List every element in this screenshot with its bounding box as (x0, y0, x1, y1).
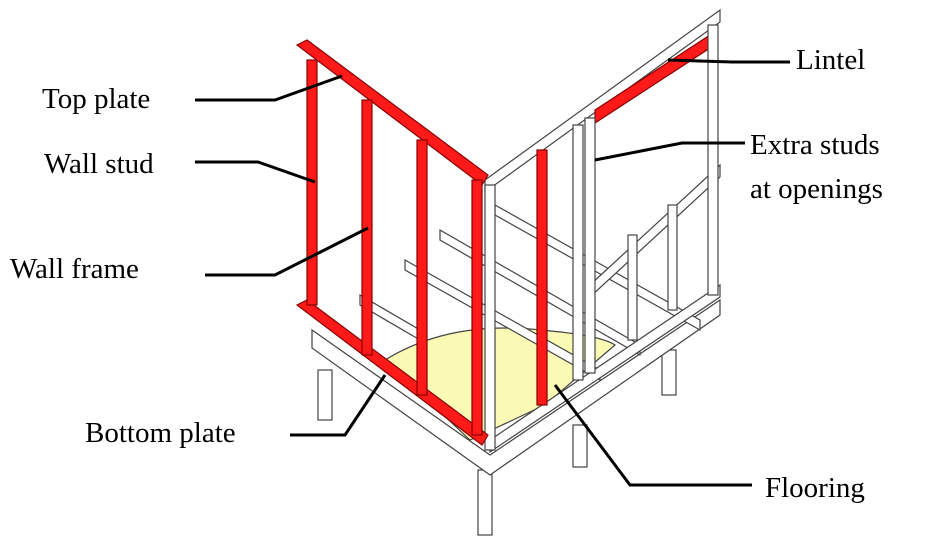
top-plate (295, 39, 489, 186)
wall-stud (471, 179, 483, 436)
right-top-plate (484, 8, 721, 194)
bottom-plate (295, 299, 489, 446)
post (477, 469, 493, 536)
cripple-stud (667, 204, 678, 311)
extra-stud (572, 124, 584, 381)
label-lintel: Lintel (796, 44, 866, 76)
floor-joist (404, 258, 601, 382)
label-top-plate: Top plate (42, 83, 151, 115)
post (661, 349, 677, 396)
post (572, 424, 588, 468)
lintel (594, 33, 711, 125)
label-extra-studs-1: Extra studs (750, 129, 880, 161)
extra-stud (584, 117, 596, 374)
corner-stud (484, 184, 496, 451)
leader-lines (195, 58, 790, 487)
label-wall-stud: Wall stud (44, 148, 154, 180)
wall-stud (416, 139, 428, 396)
label-flooring: Flooring (765, 472, 865, 504)
cripple-stud (627, 234, 638, 341)
label-wall-frame: Wall frame (10, 253, 139, 285)
end-stud (707, 24, 719, 296)
highlight-stud (536, 149, 548, 406)
label-bottom-plate: Bottom plate (85, 417, 236, 449)
window-sill (589, 163, 721, 299)
post (317, 369, 333, 421)
label-extra-studs-2: at openings (750, 173, 883, 205)
floor-bearer (311, 298, 721, 476)
